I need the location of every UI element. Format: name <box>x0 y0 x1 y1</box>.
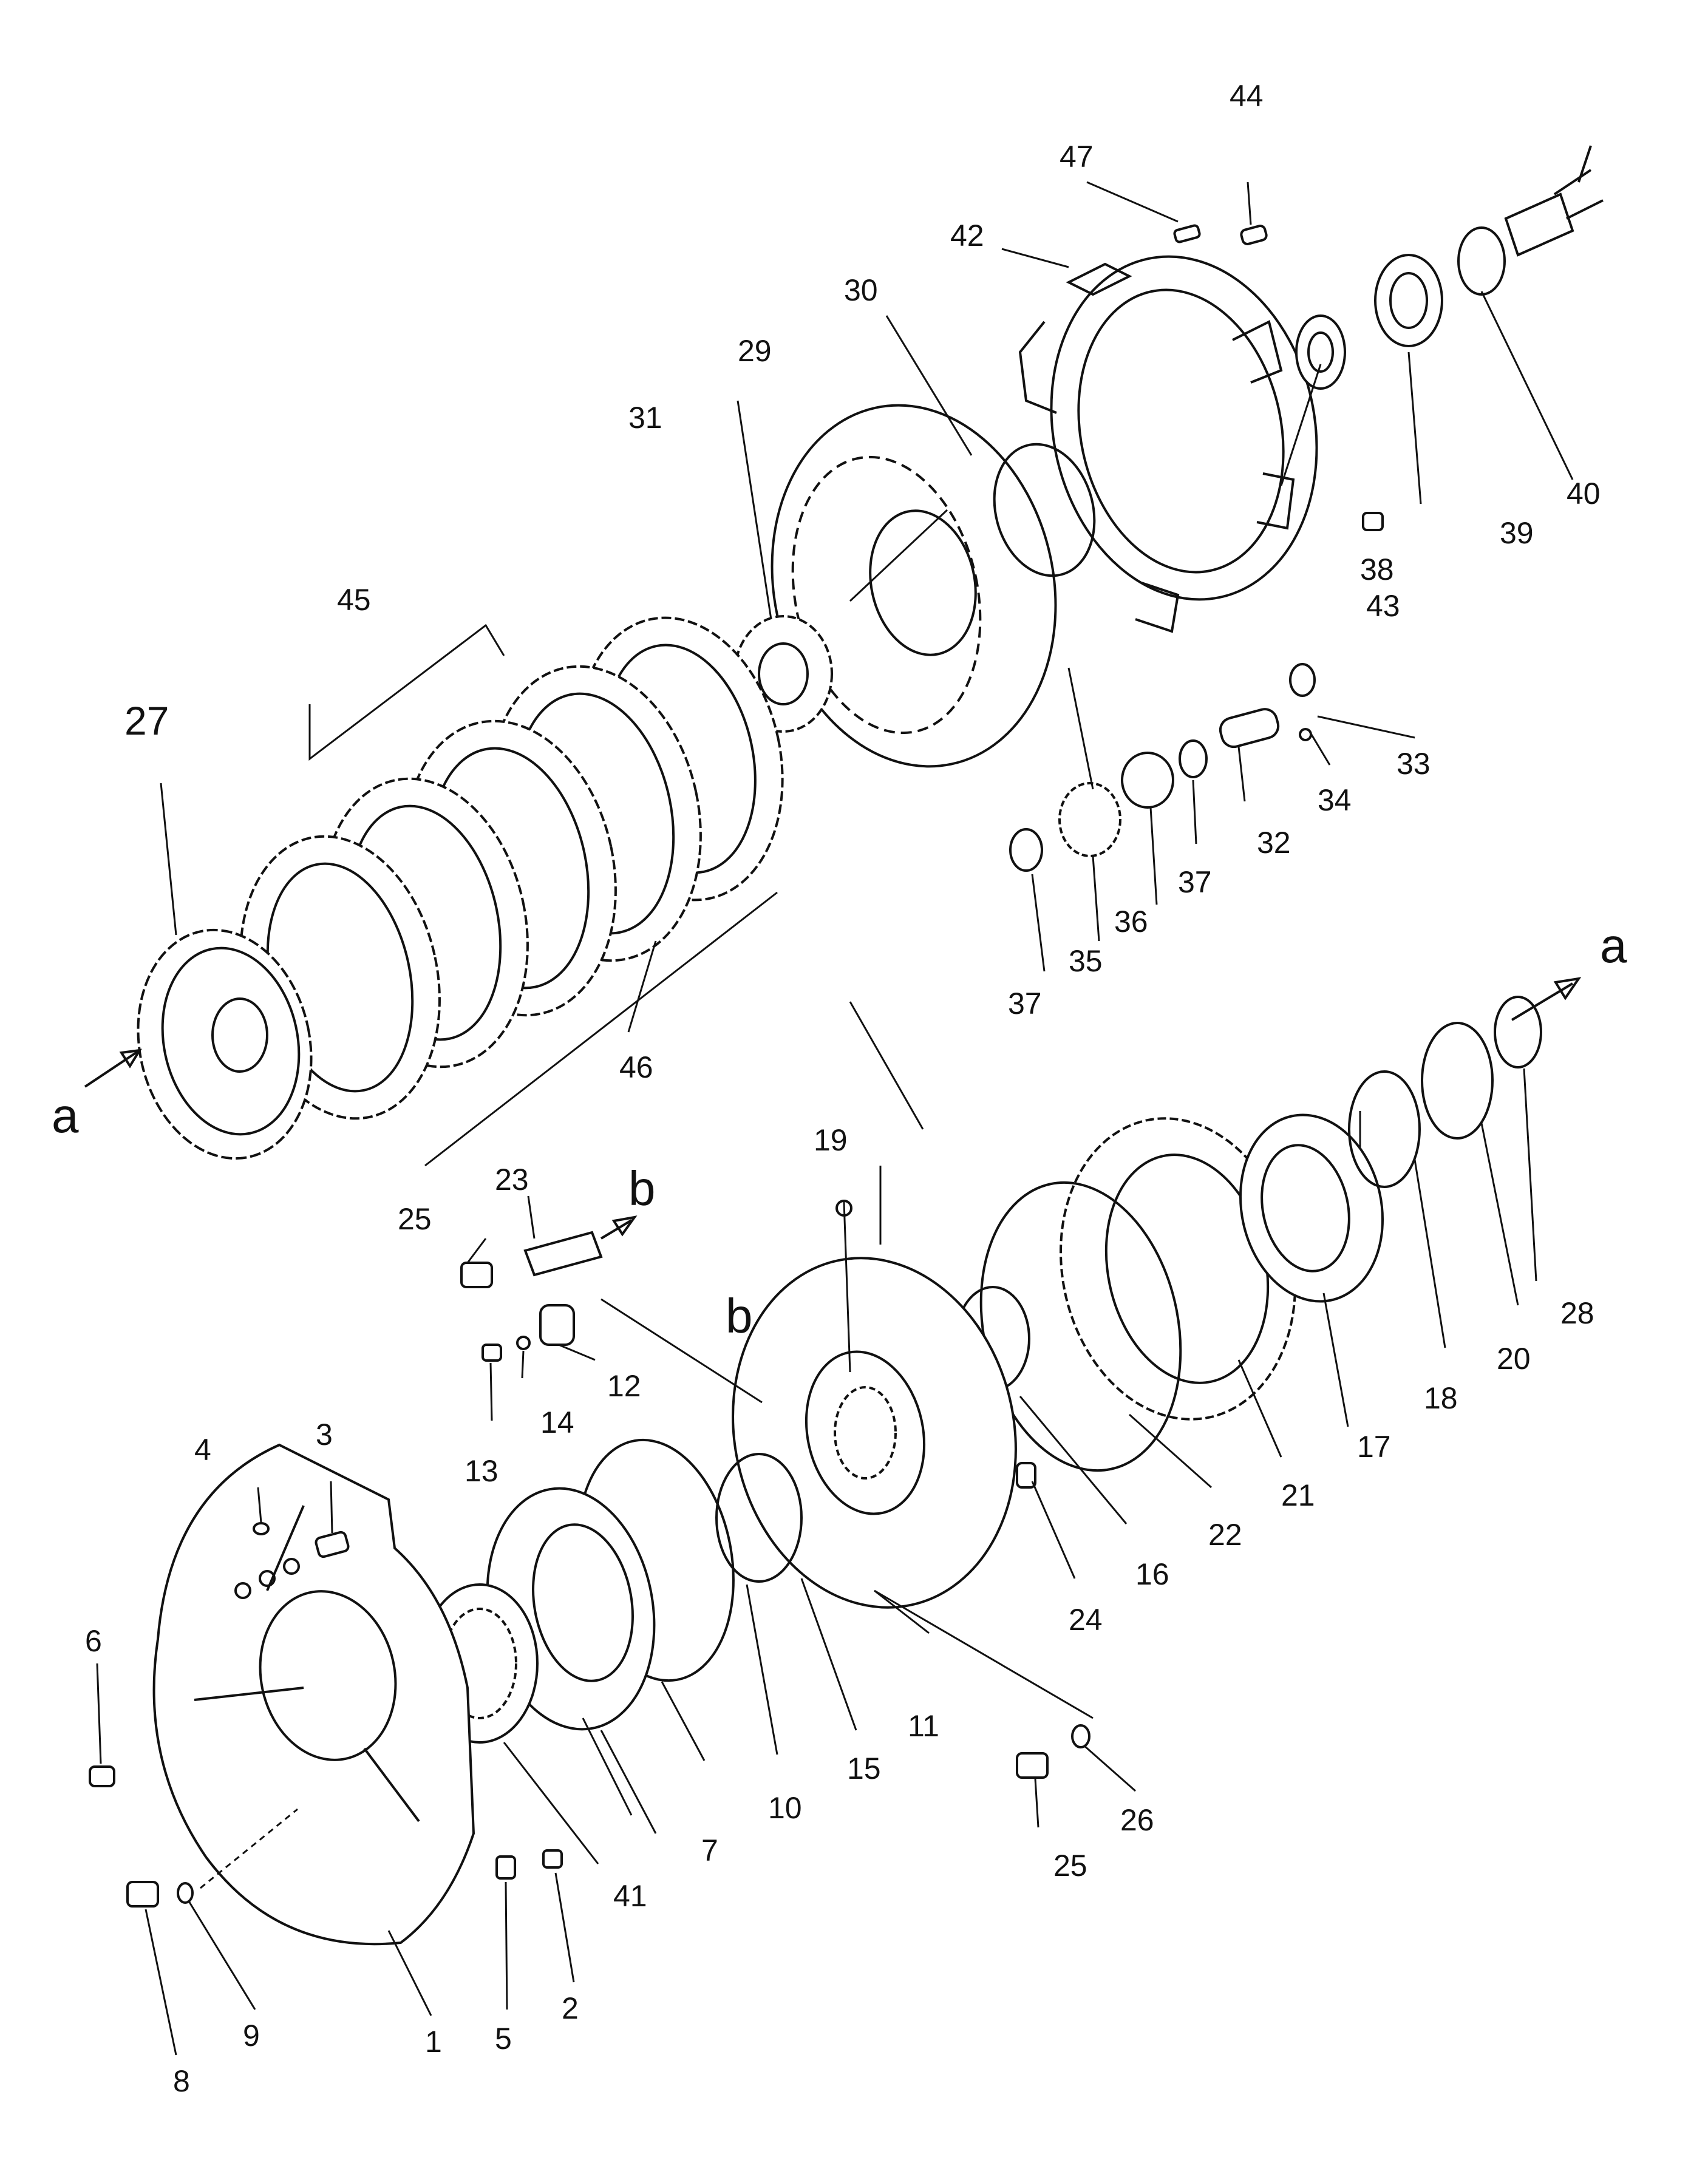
callout-47: 47 <box>1060 140 1094 174</box>
part-6-plug <box>89 1765 115 1787</box>
part-24-pin <box>1016 1462 1036 1489</box>
callout-labels: 44 47 42 30 29 31 45 27 46 38 39 40 43 3… <box>52 79 1627 2098</box>
callout-8: 8 <box>173 2064 190 2098</box>
part-20-snap-ring <box>1421 1022 1494 1140</box>
part-8-bolt <box>126 1881 159 1908</box>
callout-30: 30 <box>844 273 878 307</box>
callout-33: 33 <box>1397 747 1431 781</box>
part-18-snap-ring <box>1348 1070 1421 1188</box>
part-25-bolt-upper <box>460 1262 493 1288</box>
part-12-sleeve <box>539 1304 575 1346</box>
callout-44: 44 <box>1230 79 1264 113</box>
clutch-disc-pack <box>239 616 784 1120</box>
part-36-needle-bearing <box>1121 752 1174 809</box>
callout-20: 20 <box>1497 1342 1531 1376</box>
part-47-spring <box>1173 224 1201 243</box>
callout-16: 16 <box>1135 1557 1169 1591</box>
callout-4: 4 <box>194 1433 211 1467</box>
callout-5: 5 <box>495 2022 512 2056</box>
part-30-ring <box>993 443 1096 577</box>
part-4-o-ring <box>253 1522 270 1535</box>
callout-15: 15 <box>847 1751 881 1785</box>
callout-40: 40 <box>1567 477 1601 511</box>
callout-26: 26 <box>1120 1803 1154 1837</box>
callout-6: 6 <box>85 1624 102 1658</box>
callout-41: 41 <box>613 1879 647 1913</box>
part-5-plug <box>495 1855 516 1880</box>
callout-38: 38 <box>1360 552 1394 586</box>
callout-32: 32 <box>1257 826 1291 860</box>
part-11-piston-housing <box>732 1257 1017 1609</box>
callout-9: 9 <box>243 2019 260 2053</box>
part-26-washer <box>1071 1724 1090 1748</box>
callout-22: 22 <box>1208 1518 1242 1552</box>
callout-43: 43 <box>1366 589 1400 623</box>
callout-37-bottom: 37 <box>1008 987 1042 1021</box>
part-43-plug <box>1362 512 1384 531</box>
callout-37-top: 37 <box>1178 865 1212 899</box>
part-28-snap-ring <box>1494 996 1542 1069</box>
callout-35: 35 <box>1069 944 1103 978</box>
callout-39: 39 <box>1500 516 1534 550</box>
output-shaft <box>1504 145 1604 257</box>
part-29-ring-gear <box>771 404 1057 768</box>
part-27-gear-hub <box>137 928 313 1160</box>
callout-31: 31 <box>628 401 662 435</box>
callout-23: 23 <box>495 1163 529 1197</box>
callout-7: 7 <box>701 1833 718 1867</box>
callout-11: 11 <box>908 1709 939 1743</box>
part-15-seal <box>715 1453 803 1583</box>
callout-2: 2 <box>562 1991 579 2025</box>
part-44-pin <box>1240 225 1268 245</box>
part-38-bearing-race <box>1295 314 1346 390</box>
part-34-ball <box>1299 728 1312 741</box>
callout-25-bottom: 25 <box>1053 1849 1087 1883</box>
callout-29: 29 <box>738 334 772 368</box>
part-23-link <box>523 1231 603 1277</box>
part-1-housing <box>152 1443 475 1946</box>
part-17-disc <box>1239 1113 1384 1303</box>
callout-25-top: 25 <box>398 1202 432 1236</box>
part-9-washer <box>177 1882 194 1904</box>
callout-46: 46 <box>619 1050 653 1084</box>
callout-17: 17 <box>1357 1430 1391 1464</box>
ref-a-right: a <box>1600 919 1627 973</box>
callout-45: 45 <box>337 583 371 617</box>
part-40-snap-ring <box>1457 226 1506 296</box>
part-42-carrier <box>1018 255 1318 633</box>
ref-b-target: b <box>726 1289 753 1343</box>
callout-42: 42 <box>950 219 984 253</box>
part-35-planet-pinion <box>1058 782 1121 857</box>
callout-1: 1 <box>425 2025 442 2059</box>
callout-34: 34 <box>1318 783 1352 817</box>
part-25-bolt-lower <box>1016 1752 1049 1779</box>
part-33-snap-ring <box>1289 663 1316 697</box>
part-39-bearing <box>1374 254 1443 347</box>
callout-14: 14 <box>540 1405 574 1439</box>
callout-18: 18 <box>1424 1381 1458 1415</box>
callout-10: 10 <box>768 1791 802 1825</box>
part-37-washer-a <box>1179 739 1208 778</box>
callout-27: 27 <box>124 698 169 743</box>
ref-a-left: a <box>52 1089 79 1143</box>
callout-19: 19 <box>814 1123 848 1157</box>
part-37-washer-b <box>1009 828 1043 872</box>
part-3-fitting <box>315 1531 350 1558</box>
part-32-pin <box>1219 708 1280 749</box>
part-13-spring <box>481 1344 502 1362</box>
callout-21: 21 <box>1281 1478 1315 1512</box>
callout-12: 12 <box>607 1369 641 1403</box>
callout-36: 36 <box>1114 905 1148 939</box>
part-14-ball <box>516 1336 531 1350</box>
part-2-plug <box>542 1849 563 1869</box>
ref-b-arrow: b <box>628 1161 656 1215</box>
callout-13: 13 <box>464 1454 498 1488</box>
callout-24: 24 <box>1069 1603 1103 1637</box>
leader-lines <box>84 181 1582 2056</box>
callout-3: 3 <box>316 1418 333 1452</box>
callout-28: 28 <box>1560 1296 1594 1330</box>
